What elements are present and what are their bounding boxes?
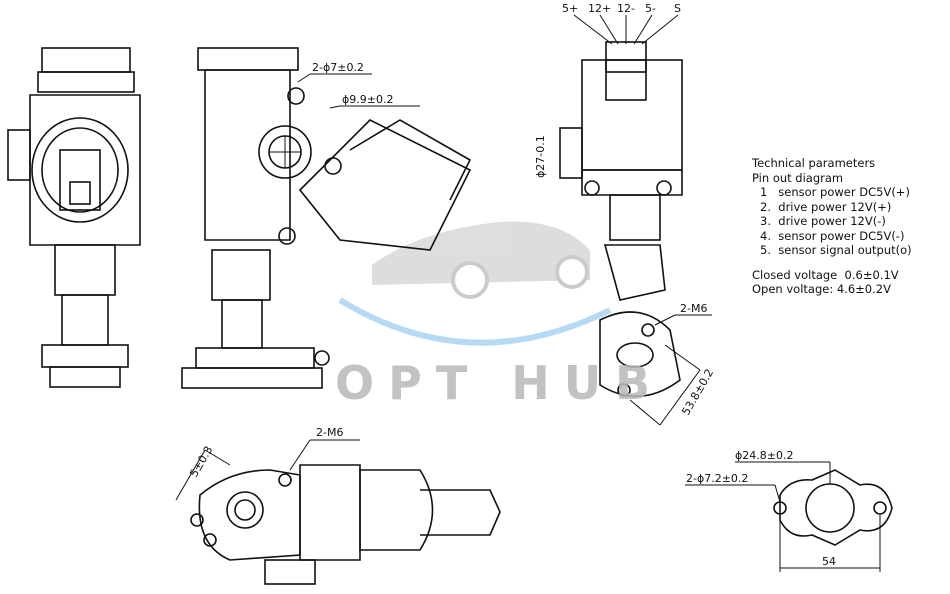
spacer — [752, 258, 912, 268]
pin-label: 12- — [617, 2, 635, 15]
pin-labels: 5+ 12+ 12- 5- S — [562, 2, 681, 15]
front-view — [7, 47, 141, 388]
pin-item: 2. drive power 12V(+) — [760, 199, 892, 214]
bottom-offset-dim: 5±0.3 — [187, 444, 215, 480]
bottom-thread-dim: 2-M6 — [316, 426, 343, 439]
connector-view — [559, 14, 712, 426]
open-voltage: Open voltage: 4.6±0.2V — [752, 282, 891, 296]
pin-item: 5. sensor signal output(o) — [760, 243, 912, 257]
params-title: Technical parameters — [752, 156, 876, 170]
pin-item: 4. sensor power DC5V(-) — [760, 228, 905, 243]
bottom-view — [175, 439, 501, 585]
pin-label: 5- — [645, 2, 656, 15]
watermark-text: OPT HUB — [335, 356, 665, 410]
right-dia-dim: ϕ27-0.1 — [534, 135, 547, 178]
side-view — [181, 47, 472, 389]
pin-label: S — [674, 2, 681, 15]
pin-item: 3. drive power 12V(-) — [760, 214, 886, 228]
closed-voltage: Closed voltage 0.6±0.1V — [752, 267, 899, 282]
watermark-car-logo — [338, 221, 612, 346]
right-span-dim: 53.8±0.2 — [679, 367, 716, 418]
pin-label: 5+ — [562, 2, 578, 15]
flange-bore-dim: ϕ24.8±0.2 — [735, 449, 793, 462]
right-thread-dim: 2-M6 — [680, 302, 707, 315]
pin-item: 1 sensor power DC5V(+) — [760, 185, 910, 199]
pinout-title: Pin out diagram — [752, 170, 844, 185]
side-holes-dim: 2-ϕ7±0.2 — [312, 61, 364, 74]
side-bore-dim: ϕ9.9±0.2 — [342, 93, 393, 106]
flange-span-dim: 54 — [822, 555, 836, 568]
flange-view — [685, 461, 893, 572]
pin-label: 12+ — [588, 2, 611, 15]
flange-holes-dim: 2-ϕ7.2±0.2 — [686, 472, 748, 485]
